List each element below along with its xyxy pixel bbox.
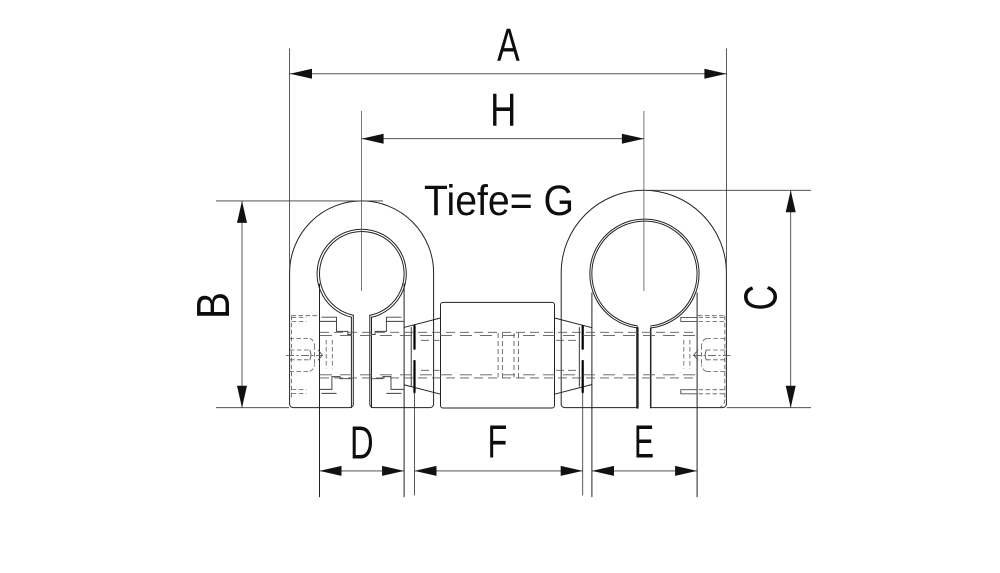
- svg-text:E: E: [634, 416, 654, 468]
- svg-text:D: D: [350, 417, 374, 469]
- svg-text:Tiefe= G: Tiefe= G: [424, 177, 574, 225]
- svg-text:H: H: [490, 84, 516, 136]
- svg-text:A: A: [497, 19, 520, 71]
- svg-text:B: B: [187, 292, 239, 319]
- svg-text:C: C: [734, 285, 786, 311]
- svg-text:F: F: [488, 415, 508, 467]
